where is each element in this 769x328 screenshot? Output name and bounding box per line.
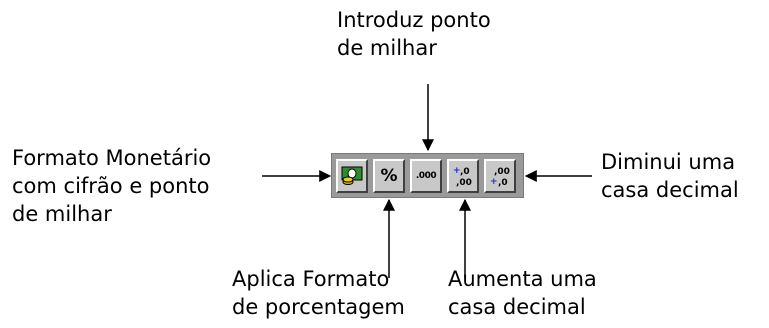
label-currency-format: Formato Monetário com cifrão e ponto de … <box>12 146 212 226</box>
currency-style-button[interactable] <box>336 159 368 193</box>
svg-text:,0: ,0 <box>460 167 470 177</box>
svg-text:+: + <box>453 166 461 176</box>
svg-text:+: + <box>490 177 498 187</box>
svg-text:,00: ,00 <box>456 178 472 188</box>
increase-decimal-icon: + ,0 ,00 <box>453 166 472 188</box>
increase-decimal-button[interactable]: + ,0 ,00 <box>447 159 479 193</box>
label-increase-decimal: Aumenta uma casa decimal <box>448 267 597 319</box>
label-percent-format: Aplica Formato de porcentagem <box>232 267 405 319</box>
decrease-decimal-icon: ,00 + ,0 <box>490 167 510 188</box>
svg-text:,0: ,0 <box>498 178 508 188</box>
currency-icon <box>341 166 363 185</box>
decrease-decimal-button[interactable]: ,00 + ,0 <box>484 159 516 193</box>
percent-icon: % <box>380 165 398 186</box>
label-thousands-separator: Introduz ponto de milhar <box>337 8 491 60</box>
percent-style-button[interactable]: % <box>373 159 405 193</box>
svg-text:,00: ,00 <box>494 167 510 177</box>
formatting-toolbar: % .000 + ,0 ,00 ,00 + ,0 <box>331 153 524 198</box>
comma-style-button[interactable]: .000 <box>410 159 442 193</box>
label-decrease-decimal: Diminui uma casa decimal <box>601 150 739 202</box>
thousands-separator-icon: .000 <box>415 170 437 181</box>
